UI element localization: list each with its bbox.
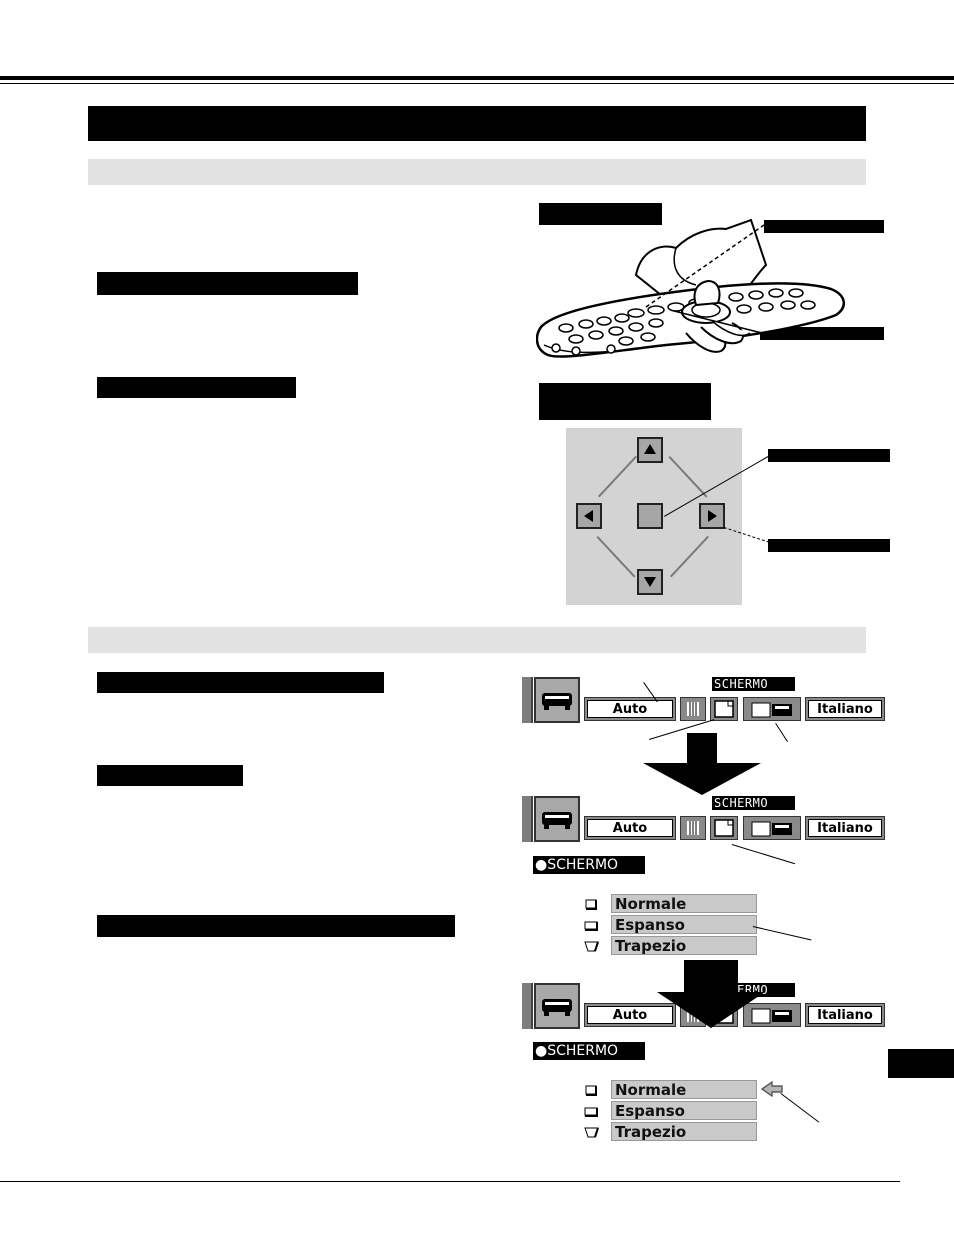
menu1-callout-c (775, 723, 788, 742)
screen-menu-list-1: Normale Espanso Trapezio (584, 894, 758, 957)
screen-icon-box[interactable] (710, 816, 738, 840)
volume-icon-box[interactable] (680, 697, 706, 721)
wide-screen-icon (584, 921, 598, 931)
menu-option-espanso[interactable]: Espanso (584, 1101, 758, 1122)
menu-handle[interactable] (522, 983, 533, 1029)
subsection-band-1 (88, 159, 866, 185)
menu-handle[interactable] (522, 796, 533, 842)
side-tab (888, 1049, 954, 1078)
screen-menu-title-1: ●SCHERMO (533, 856, 645, 874)
pad-callout-label-1 (768, 449, 890, 462)
wide-screen-icon (584, 1107, 598, 1117)
setting-icon-box[interactable] (743, 1003, 801, 1027)
menu-bar-1: Auto SCHERMO Italiano (522, 677, 888, 723)
normal-screen-icon (585, 899, 597, 910)
sound-icon (687, 821, 699, 835)
menu-bar-2: Auto SCHERMO Italiano (522, 796, 888, 842)
menu2-callout (731, 844, 796, 865)
language-box[interactable]: Italiano (805, 697, 885, 721)
language-label: Italiano (808, 700, 882, 718)
menu-handle[interactable] (522, 677, 533, 723)
language-box[interactable]: Italiano (805, 1003, 885, 1027)
pad-title-bar (539, 383, 711, 420)
screen-menu-title-2: ●SCHERMO (533, 1042, 645, 1060)
setting-icon (751, 821, 792, 837)
normal-screen-icon (585, 1085, 597, 1096)
pad-down-button[interactable] (637, 569, 663, 595)
option-label: Normale (611, 894, 757, 913)
pad-center-button[interactable] (637, 503, 663, 529)
subsection-band-2 (88, 627, 866, 653)
setting-icon-box[interactable] (743, 697, 801, 721)
screen-icon (714, 819, 734, 837)
pad-up-button[interactable] (637, 437, 663, 463)
menu-option-trapezio[interactable]: Trapezio (584, 936, 758, 957)
remote-callout-label-1 (764, 220, 884, 233)
menu-option-espanso[interactable]: Espanso (584, 915, 758, 936)
setting-icon-box[interactable] (743, 816, 801, 840)
auto-label: Auto (587, 1006, 673, 1024)
projector-icon[interactable] (534, 677, 580, 723)
schermo-tag: SCHERMO (712, 677, 795, 691)
keystone-icon (584, 1127, 599, 1138)
auto-box[interactable]: Auto (584, 816, 676, 840)
screen-icon-box[interactable] (710, 697, 738, 721)
option-label: Normale (611, 1080, 757, 1099)
sound-icon (687, 702, 699, 716)
schermo-tag: SCHERMO (712, 796, 795, 810)
auto-label: Auto (587, 819, 673, 837)
pad-callout-label-2 (768, 539, 890, 552)
language-label: Italiano (808, 1006, 882, 1024)
big-down-arrow-2 (657, 960, 765, 1028)
menu-option-normale[interactable]: Normale (584, 894, 758, 915)
language-label: Italiano (808, 819, 882, 837)
remote-title-bar (539, 203, 662, 225)
section-header-bar (88, 106, 866, 141)
top-rule-thick (0, 76, 954, 80)
screen-menu-list-2: Normale Espanso Trapezio (584, 1080, 758, 1143)
screen-icon (714, 700, 734, 718)
keystone-icon (584, 941, 599, 952)
list1-callout (752, 926, 812, 941)
menu-option-trapezio[interactable]: Trapezio (584, 1122, 758, 1143)
remote-callout-label-2 (760, 327, 884, 340)
setting-icon (751, 1008, 792, 1024)
projector-icon[interactable] (534, 796, 580, 842)
top-rule-thin (0, 83, 954, 84)
option-label: Trapezio (611, 1122, 757, 1141)
projector-icon[interactable] (534, 983, 580, 1029)
auto-box[interactable]: Auto (584, 697, 676, 721)
pad-left-button[interactable] (576, 503, 602, 529)
menu-pointer-arrow (760, 1080, 783, 1098)
subheading-bar-3 (97, 672, 384, 693)
pointer-callout (780, 1093, 820, 1123)
big-down-arrow-1 (643, 733, 761, 795)
pad-right-button[interactable] (699, 503, 725, 529)
option-label: Trapezio (611, 936, 757, 955)
setting-icon (751, 702, 792, 718)
volume-icon-box[interactable] (680, 816, 706, 840)
auto-label: Auto (587, 700, 673, 718)
subheading-bar-1 (97, 272, 358, 295)
option-label: Espanso (611, 915, 757, 934)
option-label: Espanso (611, 1101, 757, 1120)
remote-control-illustration (536, 218, 845, 358)
subheading-bar-5 (97, 915, 455, 937)
language-box[interactable]: Italiano (805, 816, 885, 840)
subheading-bar-2 (97, 377, 296, 398)
subheading-bar-4 (97, 765, 243, 786)
bottom-rule (0, 1181, 900, 1182)
auto-box[interactable]: Auto (584, 1003, 676, 1027)
menu-option-normale[interactable]: Normale (584, 1080, 758, 1101)
